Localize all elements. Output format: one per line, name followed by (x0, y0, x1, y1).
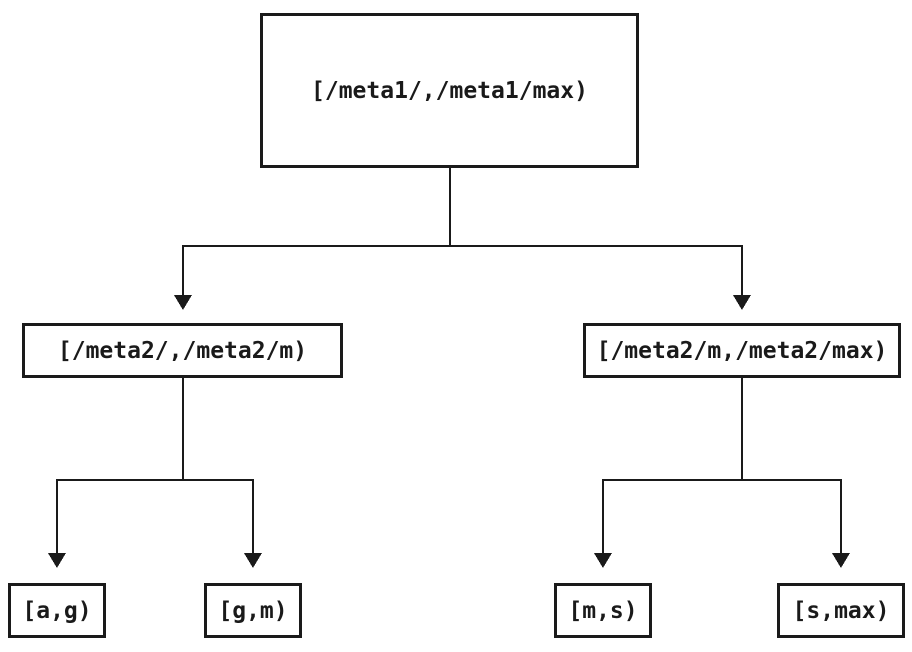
node-meta2-upper: [/meta2/m,/meta2/max) (583, 323, 901, 378)
arrowhead-right-icon (733, 295, 751, 310)
node-root: [/meta1/,/meta1/max) (260, 13, 639, 168)
node-leaf-ag-label: [a,g) (22, 597, 92, 624)
node-leaf-ms-label: [m,s) (568, 597, 638, 624)
arrowhead-leaf2-icon (594, 553, 612, 568)
node-leaf-ag: [a,g) (8, 583, 106, 638)
node-meta2-upper-label: [/meta2/m,/meta2/max) (596, 337, 888, 364)
node-leaf-gm-label: [g,m) (218, 597, 288, 624)
node-leaf-ms: [m,s) (554, 583, 652, 638)
node-leaf-gm: [g,m) (204, 583, 302, 638)
arrowhead-left-icon (174, 295, 192, 310)
arrowhead-leaf0-icon (48, 553, 66, 568)
node-meta2-lower-label: [/meta2/,/meta2/m) (57, 337, 308, 364)
node-root-label: [/meta1/,/meta1/max) (311, 77, 588, 104)
node-meta2-lower: [/meta2/,/meta2/m) (22, 323, 343, 378)
arrowhead-leaf3-icon (832, 553, 850, 568)
node-leaf-smax-label: [s,max) (792, 597, 890, 624)
node-leaf-smax: [s,max) (777, 583, 905, 638)
arrowhead-leaf1-icon (244, 553, 262, 568)
